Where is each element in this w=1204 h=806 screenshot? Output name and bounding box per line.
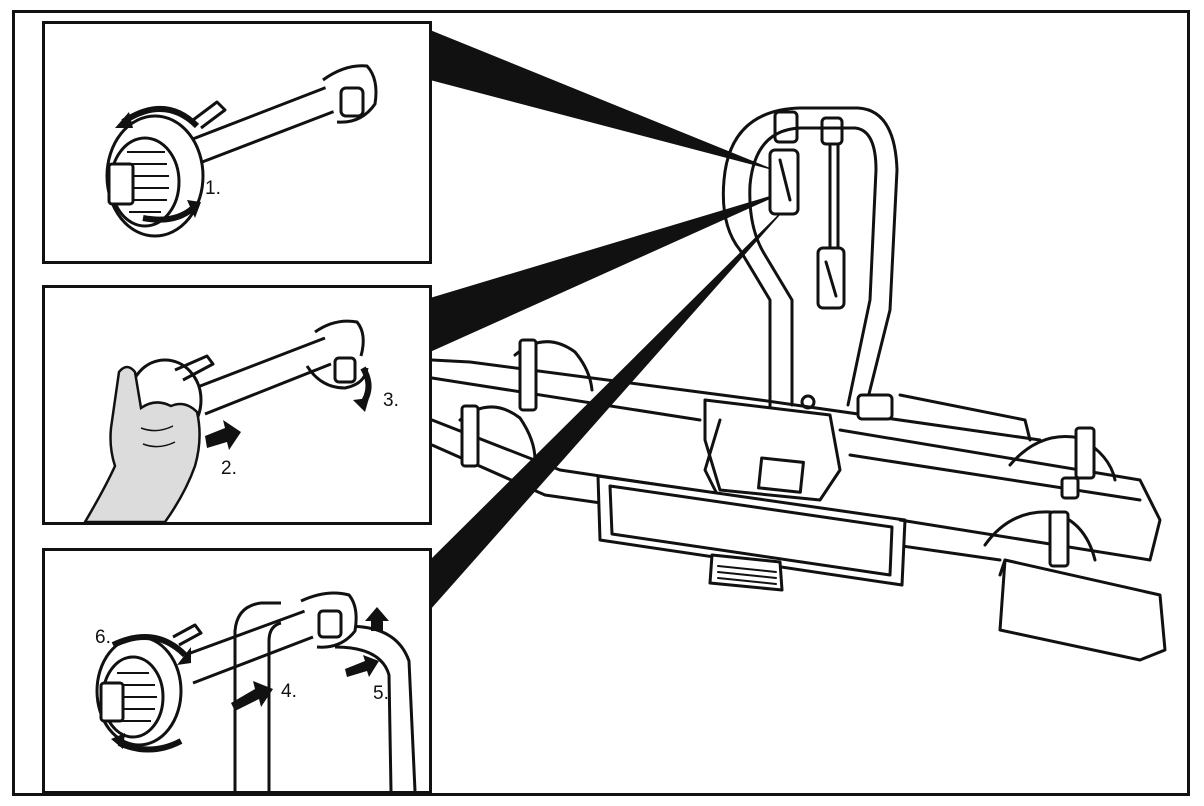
step-label-1: 1. — [205, 178, 221, 199]
hand-icon — [82, 365, 201, 524]
hand-illustration: 2. 3. — [82, 319, 399, 524]
rotate-arrow-icon — [111, 634, 191, 753]
detail-panel-2: 2. 3. — [42, 285, 432, 525]
step-label-4: 4. — [281, 681, 297, 702]
push-arrow-icon — [205, 420, 241, 450]
clamp-arm-illustration: 6. 4. 5. — [95, 591, 417, 792]
step-label-6: 6. — [95, 627, 111, 648]
step-label-5: 5. — [373, 683, 389, 704]
clamp-arm-illustration: 1. — [105, 64, 378, 238]
rotate-arrow-icon — [115, 106, 201, 223]
push-arrow-icon — [231, 607, 389, 711]
step-label-3: 3. — [383, 390, 399, 411]
detail-panel-1: 1. — [42, 21, 432, 264]
callout-wedge-3 — [430, 198, 795, 610]
detail-panel-3: 6. 4. 5. — [42, 548, 432, 794]
callout-wedge-1 — [430, 30, 780, 172]
rotate-arrow-icon — [353, 366, 372, 412]
callout-wedge-2 — [430, 190, 790, 352]
step-label-2: 2. — [221, 458, 237, 479]
